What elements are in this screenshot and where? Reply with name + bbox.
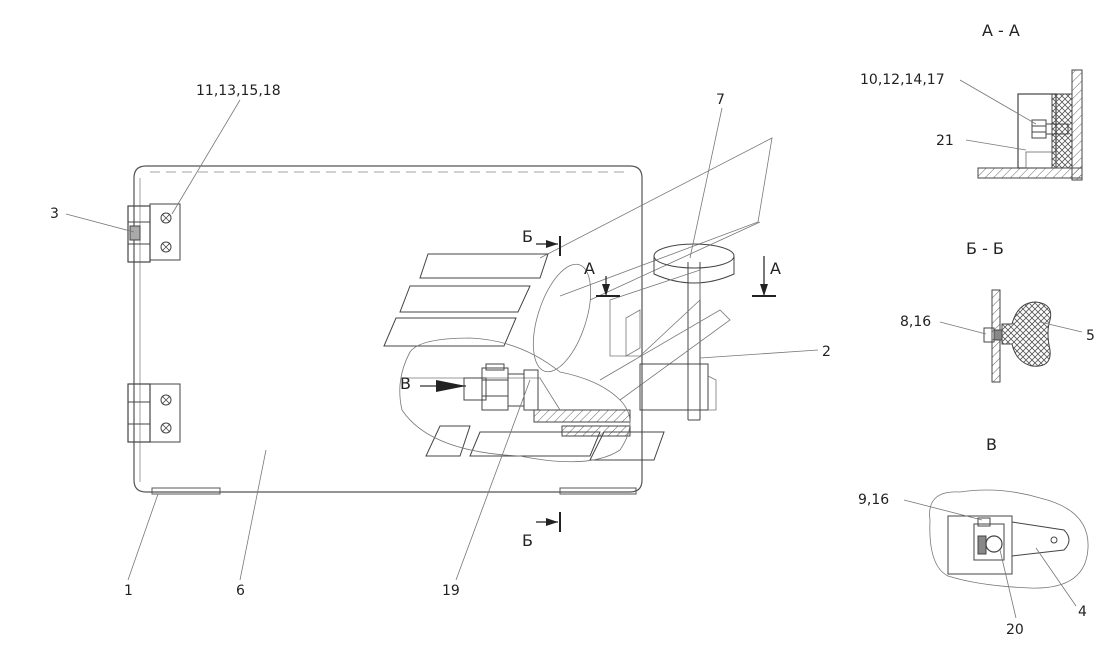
knob-shape: [1001, 301, 1052, 367]
callout-4: 4: [1078, 604, 1087, 620]
lock-mechanism: [383, 137, 773, 463]
cut-mark-a-left: А: [584, 259, 620, 297]
view-arrow-v: В: [400, 374, 466, 393]
view-v-title: В: [986, 435, 997, 454]
section-aa: А - А 10,12,14,17 21: [860, 21, 1083, 181]
leaders-main: [65, 99, 819, 581]
callout-11-13-15-18: 11,13,15,18: [196, 83, 281, 99]
section-aa-title: А - А: [982, 21, 1020, 40]
view-v: В 9,16 20 4: [858, 435, 1089, 638]
cut-mark-a-left-label: А: [584, 259, 595, 278]
door-outline: [133, 165, 643, 493]
main-view: В Б Б А А: [50, 83, 831, 599]
cut-mark-b-bottom: Б: [522, 512, 561, 550]
callout-1: 1: [124, 583, 133, 599]
callout-20: 20: [1006, 622, 1024, 638]
cut-mark-a-right-label: А: [770, 259, 781, 278]
section-bb-title: Б - Б: [966, 239, 1004, 258]
cut-mark-b-top: Б: [522, 227, 561, 256]
callout-6: 6: [236, 583, 245, 599]
callout-7: 7: [716, 92, 725, 108]
bottom-seal-left: [151, 487, 221, 495]
callout-5: 5: [1086, 328, 1095, 344]
callout-8-16: 8,16: [900, 314, 931, 330]
bottom-hinge: [127, 383, 181, 443]
bottom-seal-right: [559, 487, 637, 495]
section-bb: Б - Б 8,16 5: [900, 239, 1095, 383]
callout-21: 21: [936, 133, 954, 149]
cut-mark-a-right: А: [752, 256, 781, 297]
top-hinge: [127, 203, 181, 263]
callout-10-12-14-17: 10,12,14,17: [860, 72, 945, 88]
callout-3: 3: [50, 206, 59, 222]
callout-9-16: 9,16: [858, 492, 889, 508]
view-arrow-v-label: В: [400, 374, 411, 393]
cut-mark-b-top-label: Б: [522, 227, 533, 246]
cut-mark-b-bottom-label: Б: [522, 531, 533, 550]
callout-2: 2: [822, 344, 831, 360]
callout-19: 19: [442, 583, 460, 599]
